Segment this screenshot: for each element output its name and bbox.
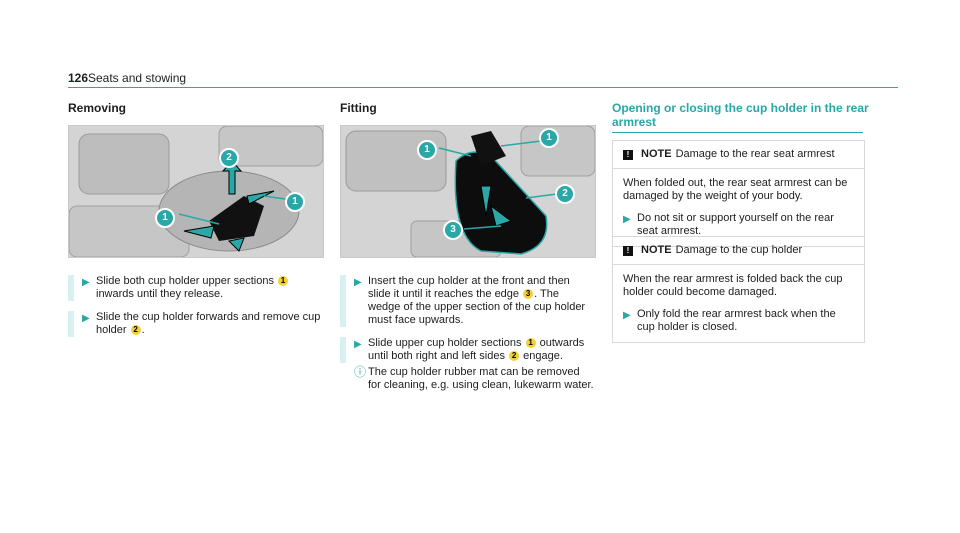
- notice-header: ! NOTE Damage to the cup holder: [613, 237, 864, 265]
- step-highlight-bar: [68, 275, 74, 301]
- removing-steps: ▶ Slide both cup holder upper sections 1…: [68, 275, 322, 347]
- callout-marker: 1: [278, 276, 289, 287]
- arrow-icon: ▶: [623, 310, 631, 321]
- notice-step: ▶ Only fold the rear armrest back when t…: [623, 308, 854, 334]
- removing-callout-1b: 1: [285, 192, 305, 212]
- fitting-step: ▶ Insert the cup holder at the front and…: [340, 275, 594, 327]
- removing-step: ▶ Slide both cup holder upper sections 1…: [68, 275, 322, 301]
- fitting-callout-1-right: 1: [539, 128, 559, 148]
- step-text: Insert the cup holder at the front and t…: [368, 275, 586, 326]
- callout-marker: 2: [509, 351, 520, 362]
- removing-heading: Removing: [68, 101, 127, 115]
- callout-marker: 3: [523, 289, 534, 300]
- notice-body: When folded out, the rear seat armrest c…: [613, 169, 864, 246]
- arrow-icon: ▶: [82, 313, 90, 324]
- arrow-icon: ▶: [82, 277, 90, 288]
- notice-heading: Damage to the rear seat armrest: [675, 148, 835, 160]
- fitting-heading: Fitting: [340, 101, 377, 115]
- info-text: The cup holder rubber mat can be removed…: [368, 366, 594, 391]
- info-icon: ⓘ: [354, 365, 367, 379]
- arrow-icon: ▶: [623, 214, 631, 225]
- fitting-figure: 1 1 2 3: [340, 125, 596, 258]
- fitting-step: ▶ Slide upper cup holder sections 1 outw…: [340, 337, 594, 363]
- section-title: Seats and stowing: [88, 71, 187, 85]
- callout-marker: 2: [130, 325, 141, 336]
- notice-box-cup-holder: ! NOTE Damage to the cup holder When the…: [612, 236, 865, 343]
- warning-icon: !: [623, 149, 633, 160]
- step-highlight-bar: [68, 311, 74, 337]
- step-text: Slide both cup holder upper sections 1 i…: [96, 275, 322, 301]
- removing-step: ▶ Slide the cup holder forwards and remo…: [68, 311, 322, 337]
- callout-marker: 1: [525, 338, 536, 349]
- step-highlight-bar: [340, 275, 346, 327]
- fitting-callout-1-left: 1: [417, 140, 437, 160]
- notice-box-armrest: ! NOTE Damage to the rear seat armrest W…: [612, 140, 865, 247]
- fitting-callout-3: 3: [443, 220, 463, 240]
- notice-text: When folded out, the rear seat armrest c…: [623, 177, 848, 202]
- header-rule: [68, 87, 898, 88]
- fitting-steps: ▶ Insert the cup holder at the front and…: [340, 275, 594, 402]
- fitting-callout-2: 2: [555, 184, 575, 204]
- removing-callout-1: 1: [155, 208, 175, 228]
- opening-title-rule: [612, 132, 863, 133]
- notice-label: NOTE: [641, 244, 672, 256]
- removing-callout-2: 2: [219, 148, 239, 168]
- notice-text: When the rear armrest is folded back the…: [623, 273, 843, 298]
- notice-label: NOTE: [641, 148, 672, 160]
- opening-title: Opening or closing the cup holder in the…: [612, 101, 869, 129]
- page-number: 126: [68, 71, 89, 85]
- arrow-icon: ▶: [354, 277, 362, 288]
- notice-header: ! NOTE Damage to the rear seat armrest: [613, 141, 864, 169]
- arrow-icon: ▶: [354, 339, 362, 350]
- notice-step-text: Do not sit or support yourself on the re…: [637, 212, 834, 237]
- notice-body: When the rear armrest is folded back the…: [613, 265, 864, 342]
- warning-icon: !: [623, 245, 633, 256]
- step-text: Slide upper cup holder sections 1 outwar…: [368, 337, 585, 362]
- notice-step: ▶ Do not sit or support yourself on the …: [623, 212, 854, 238]
- removing-figure: 1 2 1: [68, 125, 324, 258]
- info-note: ⓘ The cup holder rubber mat can be remov…: [340, 366, 594, 392]
- notice-step-text: Only fold the rear armrest back when the…: [637, 308, 836, 333]
- step-text: Slide the cup holder forwards and remove…: [96, 311, 321, 336]
- step-highlight-bar: [340, 337, 346, 363]
- step-highlight-bar: [340, 366, 346, 392]
- notice-heading: Damage to the cup holder: [675, 244, 803, 256]
